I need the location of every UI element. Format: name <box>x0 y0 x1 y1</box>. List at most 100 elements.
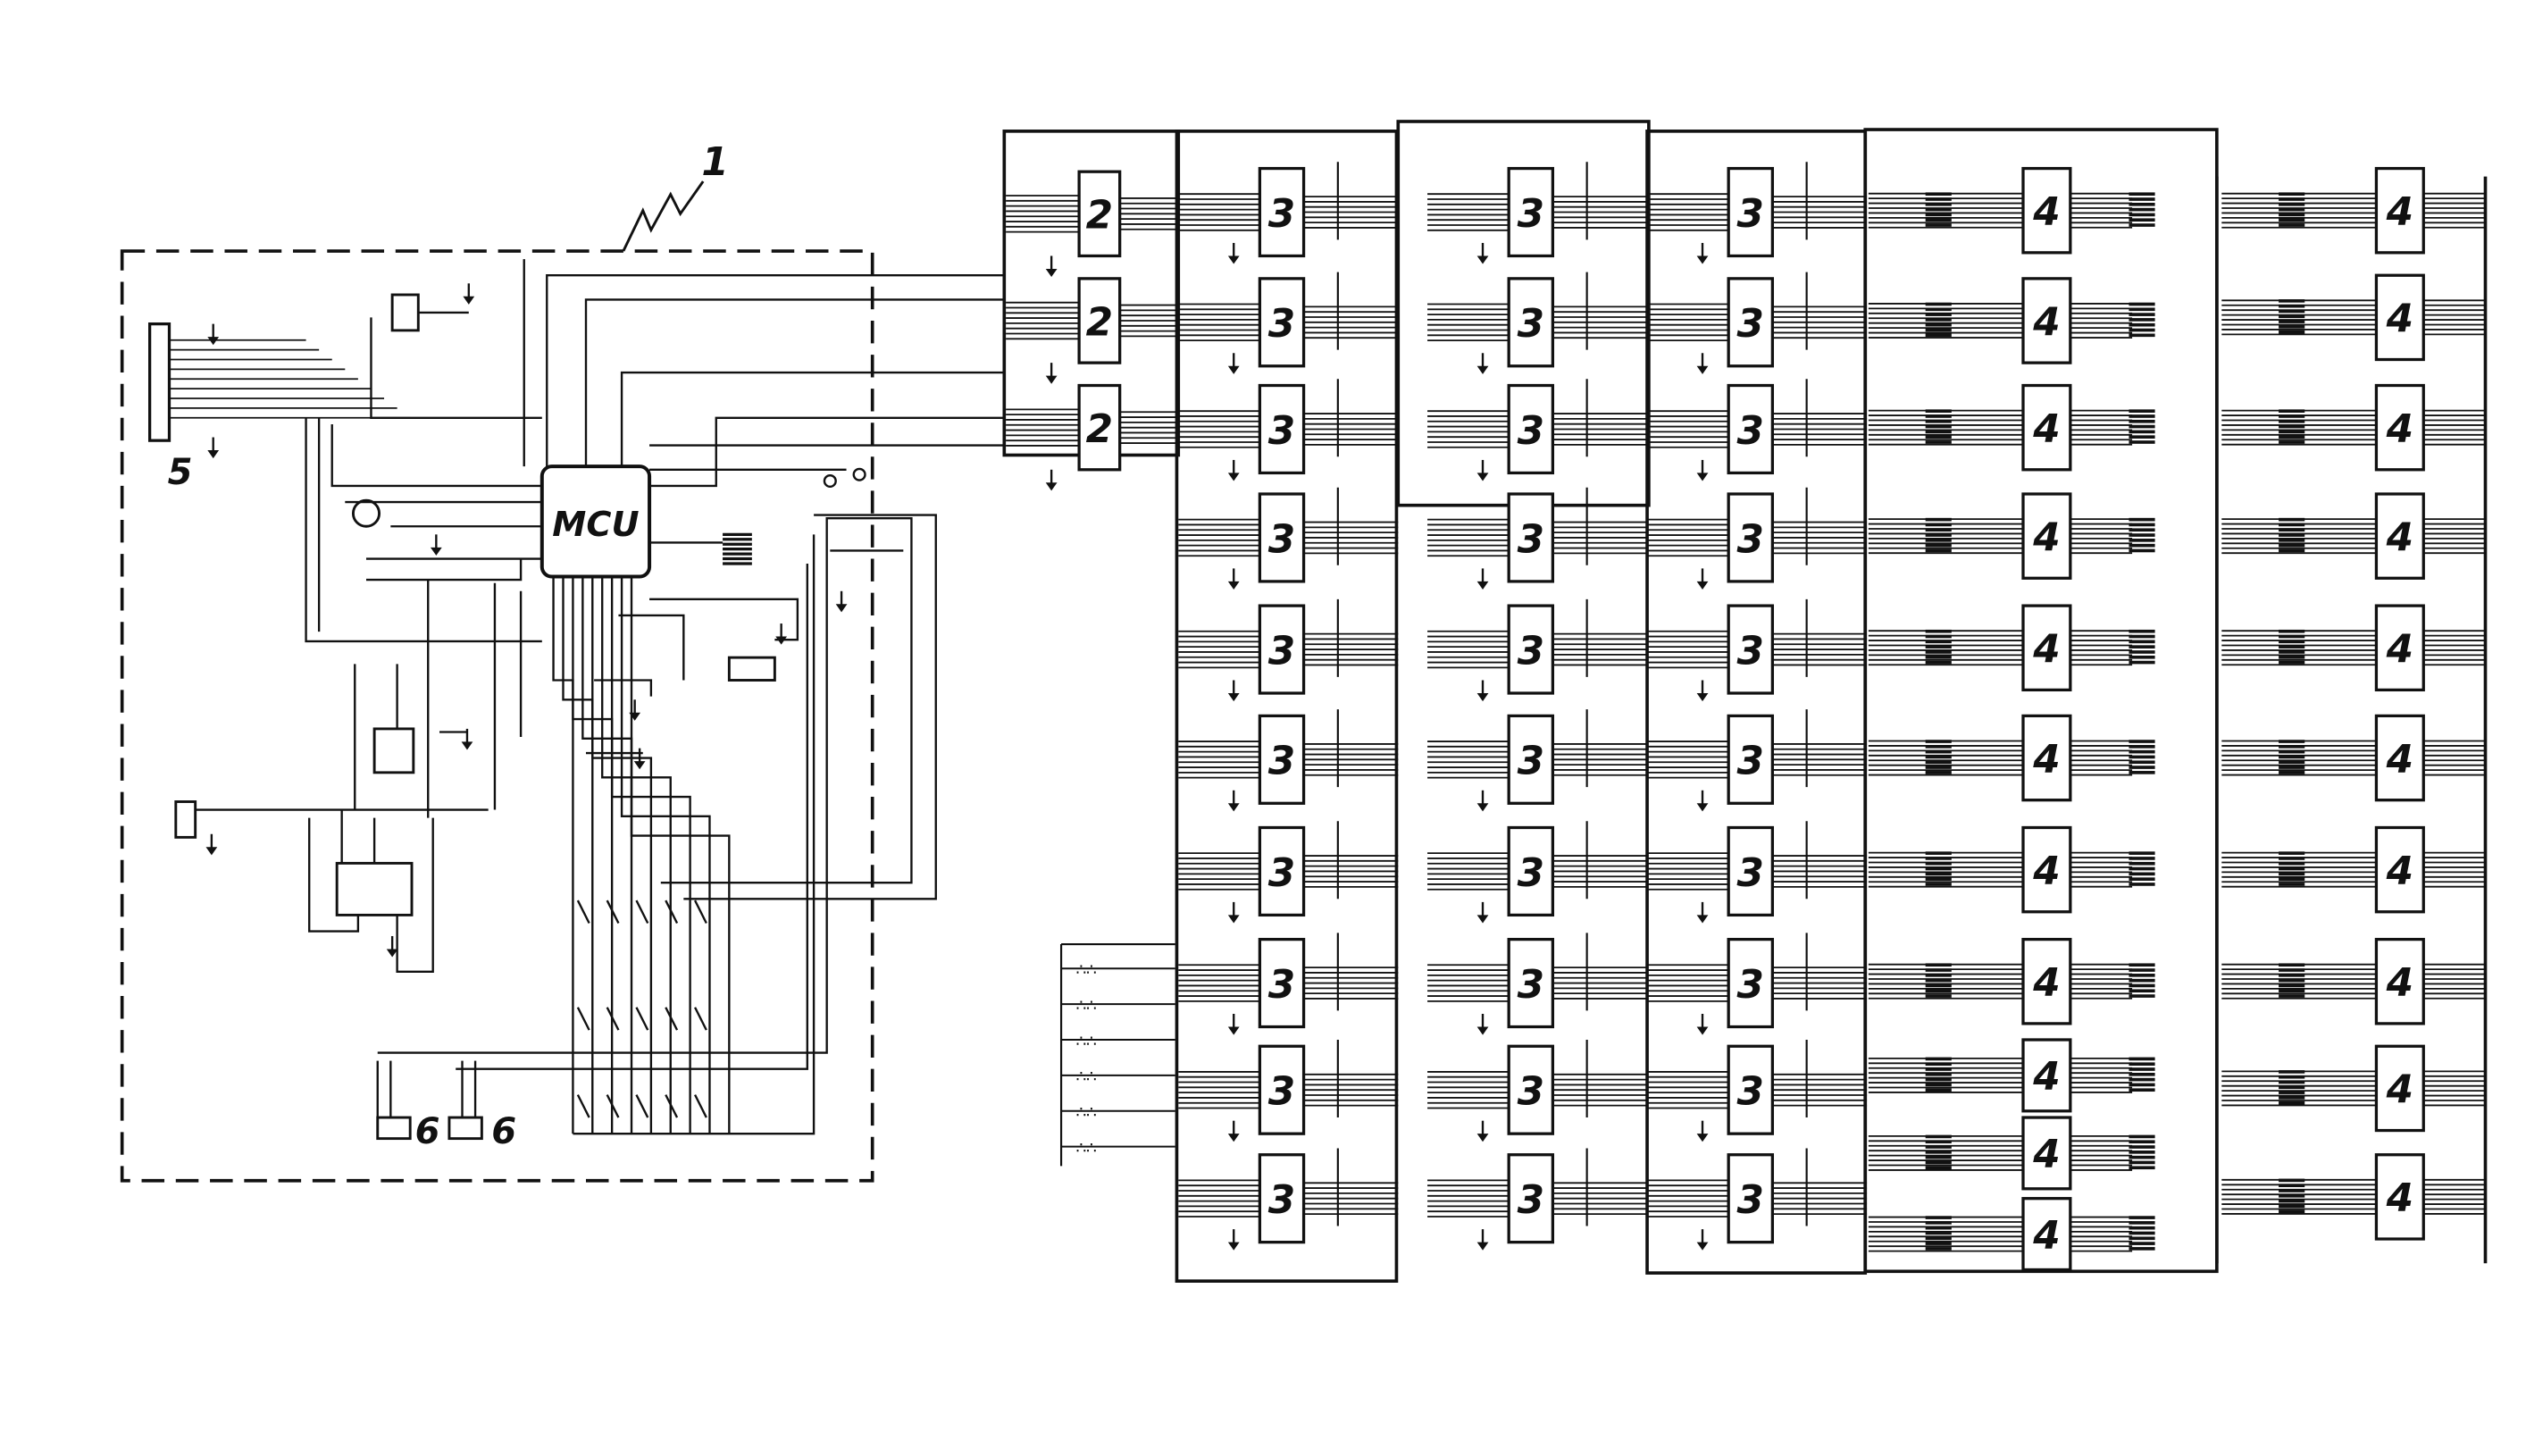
connector-label-5: 5 <box>168 452 193 493</box>
resistor-pack-segment <box>2279 409 2305 413</box>
ground-icon <box>1476 1012 1490 1036</box>
resistor-pack-segment <box>2279 414 2305 418</box>
chip-4-c2-r9: 4 <box>2374 1044 2425 1133</box>
wire <box>610 576 691 1134</box>
resistor-pack-segment <box>2279 192 2305 197</box>
chip-4-c1-r4-body <box>2021 492 2072 580</box>
resistor-pack-segment <box>2129 1226 2155 1230</box>
chip-2-3: 2 <box>1077 383 1122 472</box>
chip-2-2-body <box>1077 277 1122 364</box>
chip-3-c3-r10-body <box>1727 1153 1775 1244</box>
chip-4-c1-r11-body <box>2021 1197 2072 1272</box>
resistor-pack-segment <box>1925 1067 1952 1071</box>
resistor-pack-segment <box>2279 645 2305 649</box>
resistor-pack-segment <box>2279 766 2305 769</box>
resistor-pack-segment <box>2129 1140 2155 1144</box>
resistor-pack-segment <box>2279 1091 2305 1094</box>
chip-4-c1-r8-body <box>2021 937 2072 1025</box>
chip-4-c1-r4-label: 4 <box>2032 516 2060 561</box>
chip-3-c2-r8-label: 3 <box>1518 963 1544 1008</box>
chip-4-c1-r1-label: 4 <box>2032 190 2060 235</box>
chip-3-c2-r7-label: 3 <box>1518 851 1544 896</box>
wire <box>305 417 542 643</box>
chip-3-c3-r7: 3 <box>1727 825 1775 917</box>
resistor-pack-segment <box>2279 325 2305 329</box>
resistor-pack-segment <box>2129 629 2155 633</box>
ground-icon <box>1226 567 1241 591</box>
resistor-pack-segment <box>1925 629 1952 633</box>
resistor-pack-segment <box>2279 771 2305 774</box>
chip-3-c1-r6-label: 3 <box>1268 740 1295 784</box>
resistor-pack-segment <box>2129 218 2155 222</box>
chip-3-c3-r9-label: 3 <box>1737 1070 1764 1115</box>
wire <box>584 298 1005 467</box>
chip-3-c1-r3-body <box>1258 383 1306 475</box>
resistor-pack-segment <box>2279 197 2305 201</box>
driver-block <box>335 861 414 916</box>
wire <box>683 514 937 900</box>
resistor-pack-segment <box>1925 1236 1952 1241</box>
chip-4-c1-r2-body <box>2021 277 2072 364</box>
ground-icon <box>1226 458 1241 482</box>
ground-icon <box>1695 1227 1710 1251</box>
resistor-pack-segment <box>2279 304 2305 308</box>
test-point <box>823 473 837 489</box>
chip-3-c2-r8-body <box>1507 937 1555 1029</box>
switch-glyph: ∴∴ <box>1075 996 1096 1015</box>
resistor-pack-segment <box>2129 528 2155 532</box>
resistor-pack-segment <box>1925 419 1952 423</box>
resistor-pack-segment <box>2129 634 2155 639</box>
chip-3-c2-r2-label: 3 <box>1518 302 1544 347</box>
chip-3-c1-r1-label: 3 <box>1268 192 1295 237</box>
resistor-pack-segment <box>2279 213 2305 217</box>
wire <box>546 274 1005 467</box>
wire <box>635 900 649 924</box>
ground-icon <box>1476 567 1490 591</box>
ground-icon <box>1695 1012 1710 1036</box>
resistor-pack-segment <box>1925 883 1952 886</box>
resistor-pack-segment <box>2129 857 2155 860</box>
chip-2-1-body <box>1077 170 1122 258</box>
resistor-pack-segment <box>1925 543 1952 548</box>
chip-3-c2-r10: 3 <box>1507 1153 1555 1244</box>
chip-3-c3-r6-label: 3 <box>1737 740 1764 784</box>
chip-4-c2-r1-label: 4 <box>2386 190 2413 235</box>
chip-3-c1-r8: 3 <box>1258 937 1306 1029</box>
chip-3-c3-r8-label: 3 <box>1737 963 1764 1008</box>
resistor-pack-segment <box>1925 218 1952 222</box>
chip-4-c2-r6-body <box>2374 714 2425 802</box>
resistor-pack-segment <box>2129 213 2155 217</box>
chip-4-c1-r11: 4 <box>2021 1197 2072 1272</box>
resistor-pack-segment <box>1925 414 1952 418</box>
ground-icon <box>1044 255 1058 279</box>
chip-4-c1-r10-body <box>2021 1116 2072 1191</box>
mcu-chip <box>539 464 652 579</box>
chip-3-c2-r9-body <box>1507 1044 1555 1135</box>
ground-icon <box>1226 241 1241 265</box>
resistor-pack-segment <box>2129 192 2155 197</box>
ground-icon <box>206 436 221 460</box>
chip-3-c1-r5-label: 3 <box>1268 629 1295 674</box>
chip-3-c2-r6: 3 <box>1507 714 1555 805</box>
chip-4-c2-r10-label: 4 <box>2386 1176 2413 1221</box>
regulator-block <box>372 727 415 774</box>
resistor-pack-segment <box>1925 1221 1952 1225</box>
resistor-pack-segment <box>2129 197 2155 201</box>
chip-3-c3-r4: 3 <box>1727 492 1775 583</box>
resistor-pack-segment <box>2279 963 2305 967</box>
resistor-pack-segment <box>1925 1077 1952 1082</box>
wire <box>694 1094 707 1118</box>
controller-dashed-outline <box>120 249 874 1183</box>
resistor-pack-segment <box>1925 1088 1952 1092</box>
chip-3-c1-r2: 3 <box>1258 277 1306 368</box>
chip-4-c1-r3-label: 4 <box>2032 407 2060 452</box>
chip-3-c2-r4-label: 3 <box>1518 517 1544 562</box>
chip-3-c1-r4-body <box>1258 492 1306 583</box>
ground-icon <box>1476 458 1490 482</box>
resistor-pack-segment <box>2129 851 2155 855</box>
resistor-pack-segment <box>1925 866 1952 871</box>
resistor-pack-segment <box>2129 872 2155 876</box>
chip-3-c3-r2-body <box>1727 277 1775 368</box>
resistor-pack-segment <box>2279 440 2305 444</box>
chip-3-c3-r8-body <box>1727 937 1775 1029</box>
